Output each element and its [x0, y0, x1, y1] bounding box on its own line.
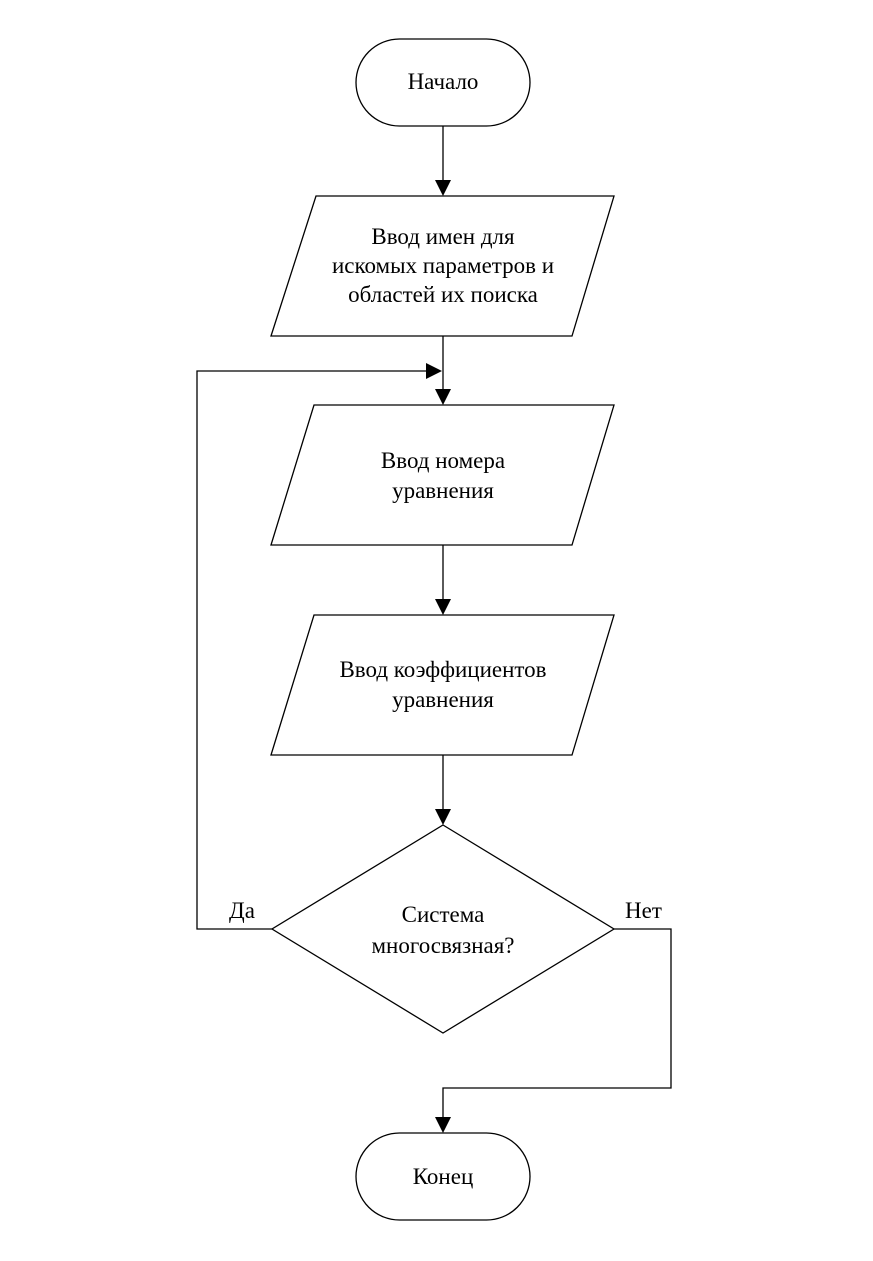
start-terminator-shape: [355, 38, 531, 127]
input-names-line-3: областей их поиска: [348, 282, 538, 307]
input-equation-number-line-1: Ввод номера: [381, 448, 505, 473]
arrowhead-into-decision: [435, 809, 451, 825]
input-coefficients-parallelogram: [270, 614, 615, 756]
decision-yes-label: Да: [229, 898, 255, 923]
arrowhead-into-coefficients: [435, 599, 451, 615]
arrowhead-into-end: [435, 1117, 451, 1133]
arrowhead-into-equation-number: [435, 389, 451, 405]
input-names-line-1: Ввод имен для: [371, 224, 515, 249]
input-coefficients-line-2: уравнения: [392, 687, 494, 712]
input-equation-number-line-2: уравнения: [392, 478, 494, 503]
connectors: [196, 126, 672, 1133]
arrowhead-loop-back: [426, 363, 442, 379]
input-names-block: Ввод имен для искомых параметров и облас…: [270, 195, 615, 337]
start-terminator: Начало: [355, 38, 531, 127]
decision-line-1: Система: [402, 902, 485, 927]
decision-no-label: Нет: [625, 898, 662, 923]
end-terminator: Конец: [355, 1132, 531, 1221]
input-equation-number-parallelogram: [270, 404, 615, 546]
input-coefficients-block: Ввод коэффициентов уравнения: [270, 614, 615, 756]
decision-diamond: [270, 824, 616, 1034]
end-label: Конец: [413, 1164, 474, 1189]
start-label: Начало: [408, 69, 479, 94]
input-names-line-2: искомых параметров и: [332, 253, 554, 278]
input-names-parallelogram: [270, 195, 615, 337]
decision-line-2: многосвязная?: [371, 933, 514, 958]
input-equation-number-block: Ввод номера уравнения: [270, 404, 615, 546]
input-coefficients-line-1: Ввод коэффициентов: [339, 657, 546, 682]
loop-back-connector-yes: [196, 370, 428, 930]
end-terminator-shape: [355, 1132, 531, 1221]
arrowhead-into-input-names: [435, 180, 451, 196]
exit-connector-no: [442, 928, 672, 1120]
decision-block: Система многосвязная? Да Нет: [229, 824, 662, 1034]
